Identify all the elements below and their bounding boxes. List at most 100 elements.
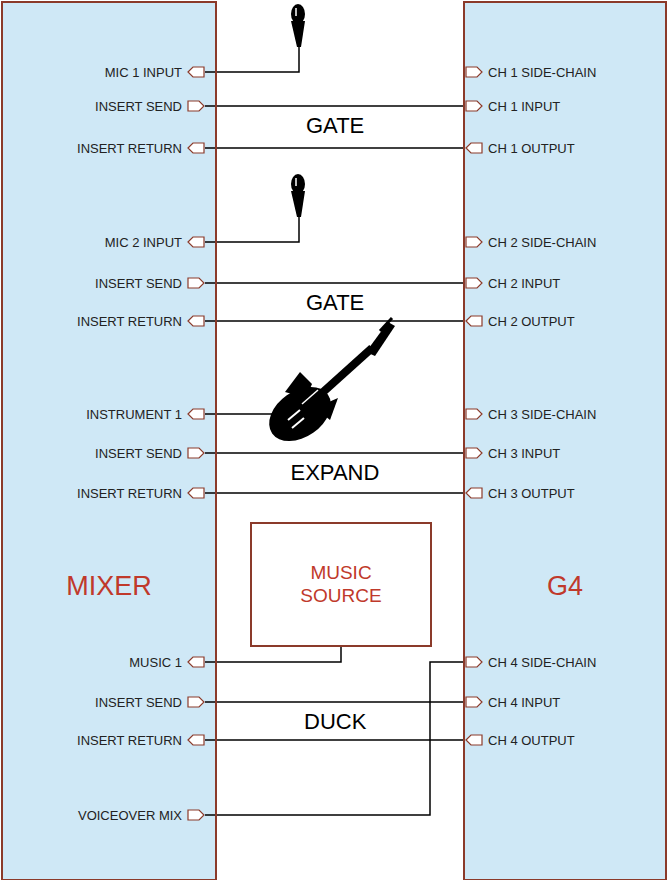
port-connector bbox=[187, 656, 205, 668]
signal-wire bbox=[205, 282, 465, 284]
signal-wire bbox=[205, 492, 465, 494]
process-label: GATE bbox=[306, 113, 364, 139]
port: CH 2 SIDE-CHAIN bbox=[465, 235, 596, 250]
port-label: CH 4 SIDE-CHAIN bbox=[488, 655, 596, 670]
port-connector bbox=[187, 236, 205, 248]
port: INSERT SEND bbox=[95, 695, 205, 710]
process-label: DUCK bbox=[304, 709, 366, 735]
port-connector bbox=[187, 734, 205, 746]
port: CH 3 OUTPUT bbox=[465, 486, 575, 501]
port-connector bbox=[187, 809, 205, 821]
port-connector bbox=[465, 142, 483, 154]
port-label: CH 1 INPUT bbox=[488, 99, 560, 114]
port-connector bbox=[187, 142, 205, 154]
bass-guitar bbox=[259, 318, 395, 452]
port: INSERT SEND bbox=[95, 446, 205, 461]
port: INSERT RETURN bbox=[77, 733, 205, 748]
signal-wire bbox=[205, 701, 465, 703]
signal-wire bbox=[205, 662, 465, 815]
port: CH 2 INPUT bbox=[465, 276, 560, 291]
port-label: CH 1 SIDE-CHAIN bbox=[488, 65, 596, 80]
signal-wire bbox=[205, 452, 465, 454]
process-label: EXPAND bbox=[291, 460, 380, 486]
port-connector bbox=[465, 236, 483, 248]
port-label: VOICEOVER MIX bbox=[78, 808, 182, 823]
port-connector bbox=[465, 315, 483, 327]
port: CH 3 SIDE-CHAIN bbox=[465, 407, 596, 422]
port-connector bbox=[465, 734, 483, 746]
port-connector bbox=[465, 447, 483, 459]
microphone-2 bbox=[291, 174, 305, 217]
port-connector bbox=[465, 696, 483, 708]
port-connector bbox=[187, 100, 205, 112]
port-connector bbox=[187, 277, 205, 289]
port: CH 4 INPUT bbox=[465, 695, 560, 710]
signal-wire bbox=[205, 147, 465, 149]
port-connector bbox=[187, 66, 205, 78]
port: MIC 1 INPUT bbox=[105, 65, 205, 80]
port: CH 2 OUTPUT bbox=[465, 314, 575, 329]
port-connector bbox=[187, 487, 205, 499]
port-connector bbox=[465, 408, 483, 420]
port-label: CH 2 SIDE-CHAIN bbox=[488, 235, 596, 250]
port-label: INSTRUMENT 1 bbox=[86, 407, 182, 422]
port-label: INSERT SEND bbox=[95, 99, 182, 114]
mic-2-wire bbox=[205, 217, 299, 242]
port-label: INSERT RETURN bbox=[77, 314, 182, 329]
port-label: INSERT SEND bbox=[95, 695, 182, 710]
process-label: GATE bbox=[306, 290, 364, 316]
port: CH 3 INPUT bbox=[465, 446, 560, 461]
port-label: INSERT SEND bbox=[95, 276, 182, 291]
port-label: CH 4 INPUT bbox=[488, 695, 560, 710]
port: INSERT RETURN bbox=[77, 486, 205, 501]
port-label: CH 2 OUTPUT bbox=[488, 314, 575, 329]
signal-wire bbox=[205, 105, 465, 107]
port: MIC 2 INPUT bbox=[105, 235, 205, 250]
port-connector bbox=[465, 277, 483, 289]
port: INSERT RETURN bbox=[77, 141, 205, 156]
signal-wire bbox=[205, 647, 341, 662]
port-label: CH 2 INPUT bbox=[488, 276, 560, 291]
port: INSTRUMENT 1 bbox=[86, 407, 205, 422]
device-panel: MIXER MIC 1 INPUT INSERT SEND INSERT RETURN… bbox=[1, 1, 217, 880]
port: CH 4 OUTPUT bbox=[465, 733, 575, 748]
port-label: CH 3 INPUT bbox=[488, 446, 560, 461]
port: VOICEOVER MIX bbox=[78, 808, 205, 823]
box-label: MUSIC SOURCE bbox=[291, 562, 391, 608]
port: CH 4 SIDE-CHAIN bbox=[465, 655, 596, 670]
signal-wire bbox=[205, 739, 465, 741]
port-label: CH 3 SIDE-CHAIN bbox=[488, 407, 596, 422]
port-connector bbox=[465, 656, 483, 668]
device-panel: G4 CH 1 SIDE-CHAIN CH 1 INPUT CH 1 OUTPUT CH… bbox=[463, 1, 667, 880]
port-label: INSERT RETURN bbox=[77, 486, 182, 501]
port-connector bbox=[187, 696, 205, 708]
port: CH 1 INPUT bbox=[465, 99, 560, 114]
microphone-1 bbox=[291, 4, 305, 47]
port-label: CH 3 OUTPUT bbox=[488, 486, 575, 501]
port: MUSIC 1 bbox=[129, 655, 205, 670]
g4-panel-fill bbox=[464, 2, 666, 880]
port-label: INSERT RETURN bbox=[77, 733, 182, 748]
port-connector bbox=[187, 315, 205, 327]
port-connector bbox=[465, 100, 483, 112]
port-connector bbox=[187, 447, 205, 459]
device-title: G4 bbox=[465, 571, 665, 602]
port-connector bbox=[187, 408, 205, 420]
port-label: INSERT RETURN bbox=[77, 141, 182, 156]
port-label: INSERT SEND bbox=[95, 446, 182, 461]
port-label: MIC 2 INPUT bbox=[105, 235, 182, 250]
port-label: CH 4 OUTPUT bbox=[488, 733, 575, 748]
port: INSERT SEND bbox=[95, 276, 205, 291]
port-connector bbox=[465, 487, 483, 499]
port-connector bbox=[465, 66, 483, 78]
port: CH 1 OUTPUT bbox=[465, 141, 575, 156]
port-label: MUSIC 1 bbox=[129, 655, 182, 670]
mic-1-wire bbox=[205, 47, 299, 72]
device-title: MIXER bbox=[3, 571, 215, 602]
port: INSERT RETURN bbox=[77, 314, 205, 329]
port-label: CH 1 OUTPUT bbox=[488, 141, 575, 156]
mixer-panel-fill bbox=[2, 2, 216, 880]
port-label: MIC 1 INPUT bbox=[105, 65, 182, 80]
signal-wire bbox=[205, 320, 465, 322]
